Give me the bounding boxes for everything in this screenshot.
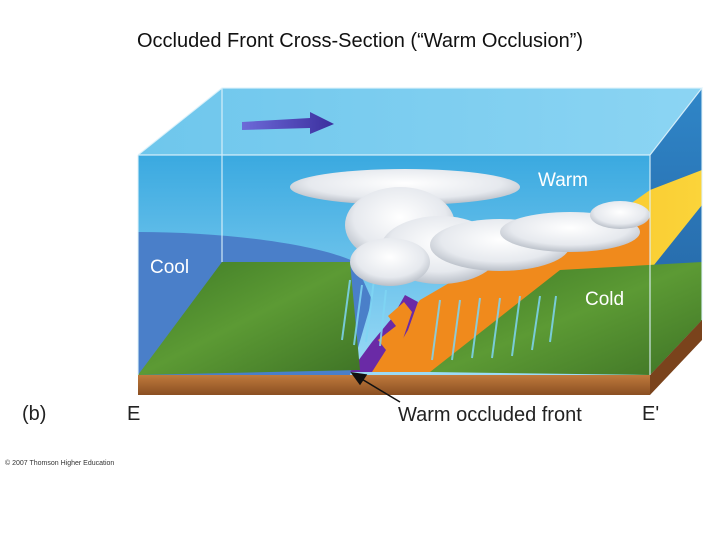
front-pointer-arrow <box>350 372 401 403</box>
label-cold: Cold <box>585 289 625 310</box>
copyright-notice: © 2007 Thomson Higher Education <box>5 460 115 467</box>
label-panel: (b) <box>22 403 47 425</box>
label-warm: Warm <box>538 170 588 191</box>
soil-side <box>650 320 702 395</box>
box-edges <box>137 87 704 375</box>
soil-strip <box>138 375 650 395</box>
ground-surface-right <box>430 262 702 375</box>
label-front: Warm occluded front <box>398 404 582 426</box>
label-cool: Cool <box>150 257 190 278</box>
label-right-end: E' <box>642 403 660 425</box>
cloud-icon <box>290 169 650 286</box>
box-top-face <box>138 88 702 155</box>
page-title: Occluded Front Cross-Section (“Warm Occl… <box>136 30 584 52</box>
rain-icon <box>341 279 557 361</box>
label-left-end: E <box>127 403 141 425</box>
ground-surface <box>138 262 360 375</box>
occlusion-sawtooth <box>372 302 412 372</box>
wind-arrow-icon <box>242 112 334 134</box>
